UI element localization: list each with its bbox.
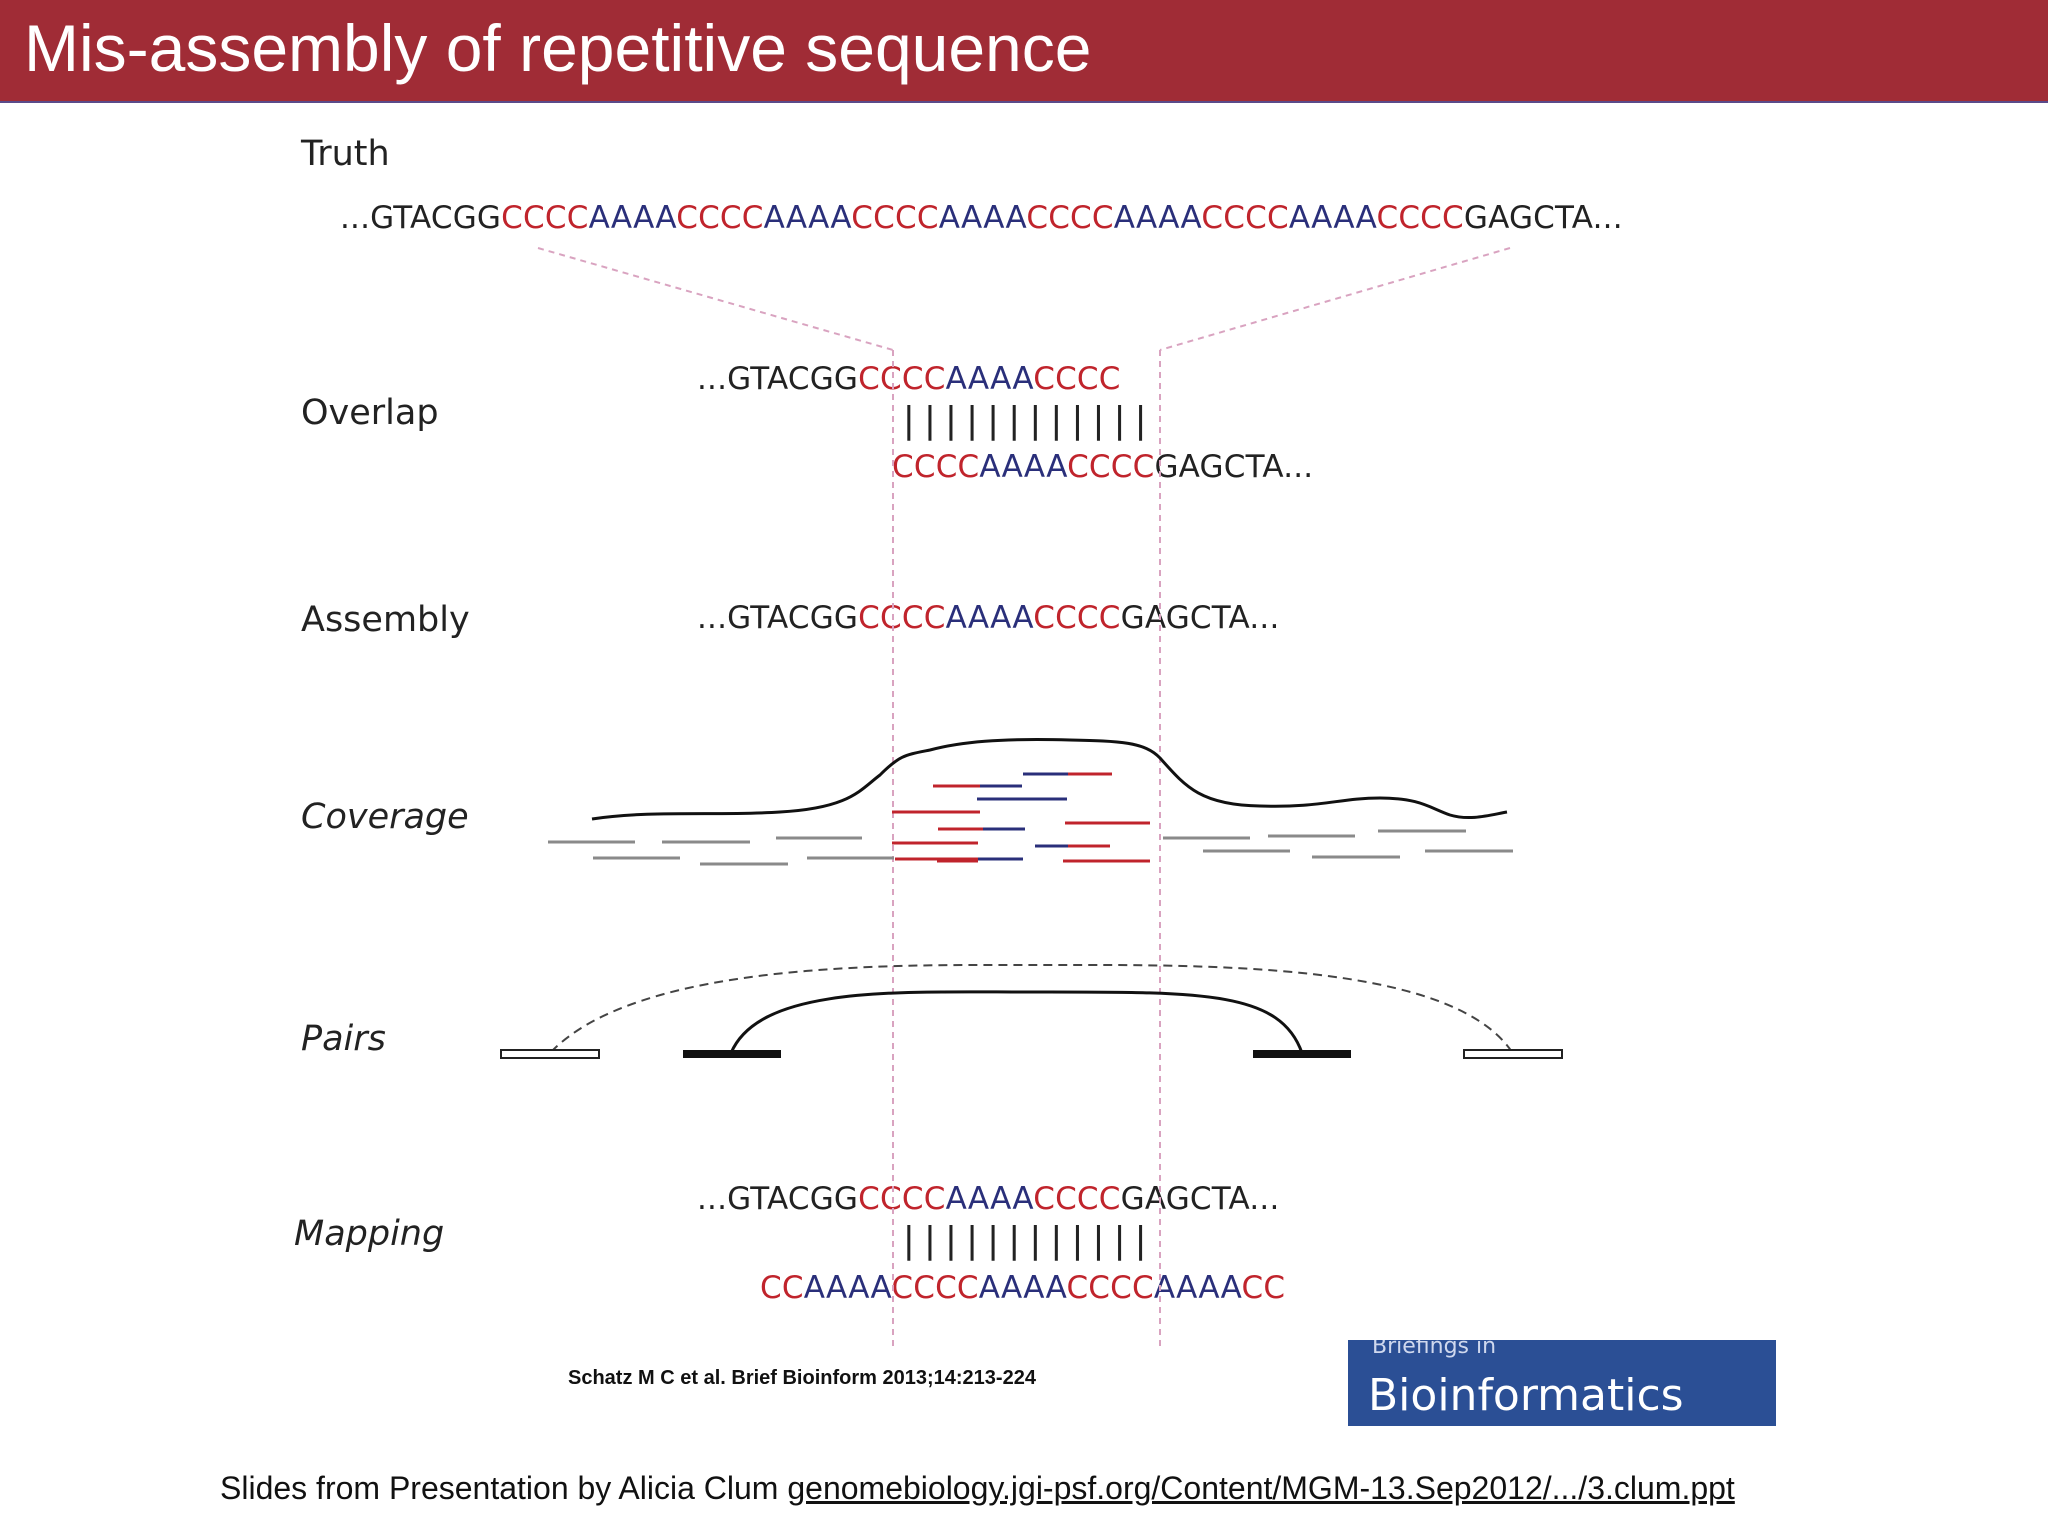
logo-small-text: Briefings in — [1372, 1340, 1497, 1359]
logo-big-text: Bioinformatics — [1368, 1370, 1684, 1421]
sequence-segment: AAAA — [979, 449, 1068, 485]
sequence-segment: CCCC — [892, 449, 980, 485]
sequence-segment: AAAA — [1153, 1270, 1242, 1306]
sequence-segment: CCCC — [1033, 600, 1121, 636]
sequence-segment: CCCC — [1066, 1270, 1154, 1306]
sequence-segment: CC — [760, 1270, 804, 1306]
sequence-segment: CCCC — [1067, 449, 1155, 485]
row-label-truth: Truth — [301, 134, 390, 174]
sequence-segment: CCCC — [858, 1181, 946, 1217]
inner-pair-left-read — [683, 1050, 781, 1058]
sequence-segment: AAAA — [945, 1181, 1034, 1217]
sequence-segment: ...GTACGG — [697, 361, 859, 397]
sequence-segment: AAAA — [803, 1270, 892, 1306]
sequence-segment: AAAA — [1113, 200, 1202, 236]
repeat-reads — [892, 772, 1150, 863]
sequence-segment: GAGCTA... — [1120, 1181, 1280, 1217]
sequence-segment: CC — [1241, 1270, 1286, 1306]
left-projection-line — [537, 247, 894, 351]
sequence-segment: AAAA — [978, 1270, 1067, 1306]
sequence-segment: CCCC — [1033, 361, 1121, 397]
inner-pair-arc — [729, 990, 1304, 1054]
slide-title: Mis-assembly of repetitive sequence — [24, 11, 1092, 85]
slide-header: Mis-assembly of repetitive sequence — [0, 0, 2048, 103]
sequence-segment: AAAA — [1288, 200, 1377, 236]
sequence-segment: CCCC — [676, 200, 764, 236]
sequence-segment: GAGCTA... — [1120, 600, 1280, 636]
sequence-segment: CCCC — [1026, 200, 1114, 236]
sequence-segment: GAGCTA... — [1154, 449, 1314, 485]
sequence-segment: CCCC — [1033, 1181, 1121, 1217]
row-label-assembly: Assembly — [301, 600, 470, 640]
sequence-segment: ...GTACGG — [697, 1181, 859, 1217]
sequence-segment: ...GTACGG — [340, 200, 502, 236]
outer-pair-right-read — [1463, 1049, 1563, 1059]
sequence-segment: CCCC — [851, 200, 939, 236]
overlap-top-sequence: ...GTACGGCCCCAAAACCCC — [697, 361, 1121, 397]
mapping-match-bars: |||||||||||| — [898, 1220, 1151, 1261]
row-label-coverage: Coverage — [301, 797, 469, 837]
repeat-guide-lines — [537, 247, 1511, 1350]
overlap-bottom-sequence: CCCCAAAACCCCGAGCTA... — [892, 449, 1313, 485]
row-label-mapping: Mapping — [294, 1214, 445, 1254]
sequence-segment: AAAA — [945, 600, 1034, 636]
sequence-segment: CCCC — [858, 600, 946, 636]
journal-logo: Briefings in Bioinformatics — [1348, 1340, 1776, 1426]
source-link[interactable]: genomebiology.jgi-psf.org/Content/MGM-13… — [787, 1470, 1735, 1506]
truth-sequence: ...GTACGGCCCCAAAACCCCAAAACCCCAAAACCCCAAA… — [340, 200, 1623, 236]
figure-citation: Schatz M C et al. Brief Bioinform 2013;1… — [568, 1367, 1036, 1389]
sequence-segment: AAAA — [945, 361, 1034, 397]
overlap-match-bars: |||||||||||| — [898, 400, 1151, 441]
slide-footer: Slides from Presentation by Alicia Clum … — [220, 1470, 1735, 1507]
row-label-overlap: Overlap — [301, 393, 439, 433]
sequence-segment: GAGCTA... — [1463, 200, 1623, 236]
sequence-segment: CCCC — [891, 1270, 979, 1306]
coverage-curve — [591, 737, 1508, 821]
sequence-segment: CCCC — [1376, 200, 1464, 236]
mapping-bottom-sequence: CCAAAACCCCAAAACCCCAAAACC — [760, 1270, 1285, 1306]
unique-reads-right — [1163, 829, 1513, 859]
footer-credit: Slides from Presentation by Alicia Clum — [220, 1470, 788, 1506]
unique-reads-left — [548, 836, 894, 866]
sequence-segment: ...GTACGG — [697, 600, 859, 636]
row-label-pairs: Pairs — [301, 1019, 386, 1059]
assembly-sequence: ...GTACGGCCCCAAAACCCCGAGCTA... — [697, 600, 1280, 636]
sequence-segment: AAAA — [938, 200, 1027, 236]
sequence-segment: AAAA — [763, 200, 852, 236]
inner-pair-right-read — [1253, 1050, 1351, 1058]
outer-pair-left-read — [500, 1049, 600, 1059]
sequence-segment: AAAA — [588, 200, 677, 236]
outer-pair-arc — [550, 963, 1513, 1053]
mapping-top-sequence: ...GTACGGCCCCAAAACCCCGAGCTA... — [697, 1181, 1280, 1217]
right-projection-line — [1159, 247, 1511, 351]
sequence-segment: CCCC — [858, 361, 946, 397]
sequence-segment: CCCC — [501, 200, 589, 236]
sequence-segment: CCCC — [1201, 200, 1289, 236]
